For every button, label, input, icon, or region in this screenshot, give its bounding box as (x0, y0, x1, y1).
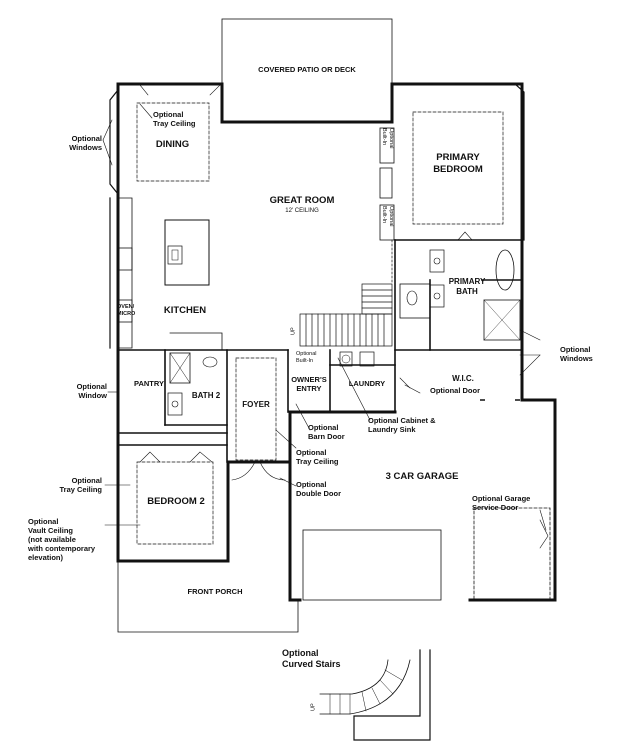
primary-bedroom-label-1: PRIMARY (436, 152, 480, 163)
kitchen-label: KITCHEN (163, 305, 207, 316)
vault-callout-3: (not available (28, 535, 76, 544)
kitchen-counter (117, 197, 133, 349)
island-sink-2 (171, 249, 179, 261)
built-in-vertical-bot-2: Built-In (381, 206, 387, 224)
optional-door-callout: Optional Door (430, 386, 480, 395)
foyer-label: FOYER (242, 400, 270, 409)
double-door-callout-2: Double Door (296, 489, 341, 498)
tray-dining-callout-2: Tray Ceiling (153, 119, 196, 128)
owners-entry-label-1: OWNER'S (291, 375, 327, 384)
shower (483, 299, 521, 341)
vault-callout-5: elevation) (28, 553, 64, 562)
window-left-callout-2: Window (78, 391, 107, 400)
garage-door-callout-2: Service Door (472, 503, 519, 512)
barn-door-callout-2: Barn Door (308, 432, 345, 441)
pantry-label: PANTRY (134, 379, 164, 388)
vanity-2 (429, 284, 445, 308)
tray-foyer-callout-1: Optional (296, 448, 327, 457)
oven-micro (117, 299, 133, 323)
bedroom2-label: BEDROOM 2 (147, 496, 205, 507)
kitchen-island (164, 219, 210, 286)
vault-callout-1: Optional (28, 517, 59, 526)
windows-right-callout-1: Optional (560, 345, 591, 354)
front-porch-outline (117, 560, 299, 633)
dining-label: DINING (155, 139, 190, 150)
laundry-label: LAUNDRY (348, 379, 386, 388)
built-in-vertical-top-1: Optional (388, 128, 394, 149)
curved-stairs-callout-2: Curved Stairs (282, 659, 341, 669)
tray-foyer-callout-2: Tray Ceiling (296, 457, 339, 466)
window-left-callout-1: Optional (76, 382, 107, 391)
wic-label: W.I.C. (452, 374, 474, 383)
great-room-ceiling-label: 12' CEILING (285, 208, 319, 214)
garage-door-callout-1: Optional Garage (472, 494, 531, 503)
windows-left-callout-1: Optional (71, 134, 102, 143)
garage-label: 3 CAR GARAGE (385, 471, 459, 482)
tub (495, 249, 515, 291)
island-sink (167, 245, 183, 265)
primary-bath-label-1: PRIMARY (448, 277, 486, 286)
owners-entry-label-2: ENTRY (296, 384, 322, 393)
windows-left-callout-2: Windows (69, 143, 102, 152)
kitchen-counter-back (169, 332, 223, 351)
curved-stairs-callout-1: Optional (282, 648, 319, 658)
cabinet-sink-callout-2: Laundry Sink (368, 425, 416, 434)
tray-bed2-callout-1: Optional (71, 476, 102, 485)
door-swings (139, 84, 549, 549)
range (117, 247, 133, 271)
garage-doors (302, 507, 551, 601)
leader-lines (102, 103, 547, 531)
primary-bay (514, 83, 525, 241)
stair-up-label: UP (290, 327, 297, 335)
covered-patio-label: COVERED PATIO OR DECK (258, 65, 356, 74)
windows-right-callout-2: Windows (560, 354, 593, 363)
optional-built-in-label-1: Optional (296, 351, 317, 357)
toilet-room (399, 283, 431, 319)
front-porch-label: FRONT PORCH (187, 587, 243, 596)
tray-dining-callout-1: Optional (153, 110, 184, 119)
stairs (299, 239, 393, 347)
curved-stair-up-label: UP (310, 703, 317, 711)
great-room-label: GREAT ROOM (269, 195, 335, 206)
vanity-1 (429, 249, 445, 273)
double-door-callout-1: Optional (296, 480, 327, 489)
built-in-vertical-bot-1: Optional (388, 206, 394, 227)
primary-bath-label-2: BATH (456, 287, 478, 296)
barn-door-callout-1: Optional (308, 423, 339, 432)
tray-bed2-callout-2: Tray Ceiling (59, 485, 102, 494)
tray-ceiling-outlines (136, 102, 504, 545)
primary-bedroom-label-2: BEDROOM (433, 164, 483, 175)
cabinet-sink-callout-1: Optional Cabinet & (368, 416, 436, 425)
dining-bay (109, 89, 119, 195)
built-in-vertical-top-2: Built-In (381, 128, 387, 146)
optional-built-in-label-2: Built-In (296, 358, 314, 364)
bath2-label: BATH 2 (191, 391, 221, 400)
vault-callout-4: with contemporary (28, 544, 96, 553)
vault-callout-2: Vault Ceiling (28, 526, 74, 535)
oven-micro-label-2: MICRO (117, 311, 136, 317)
wall-ticks (128, 83, 523, 413)
curved-stairs-detail (319, 649, 431, 741)
oven-micro-label-1: OVEN/ (117, 304, 135, 310)
